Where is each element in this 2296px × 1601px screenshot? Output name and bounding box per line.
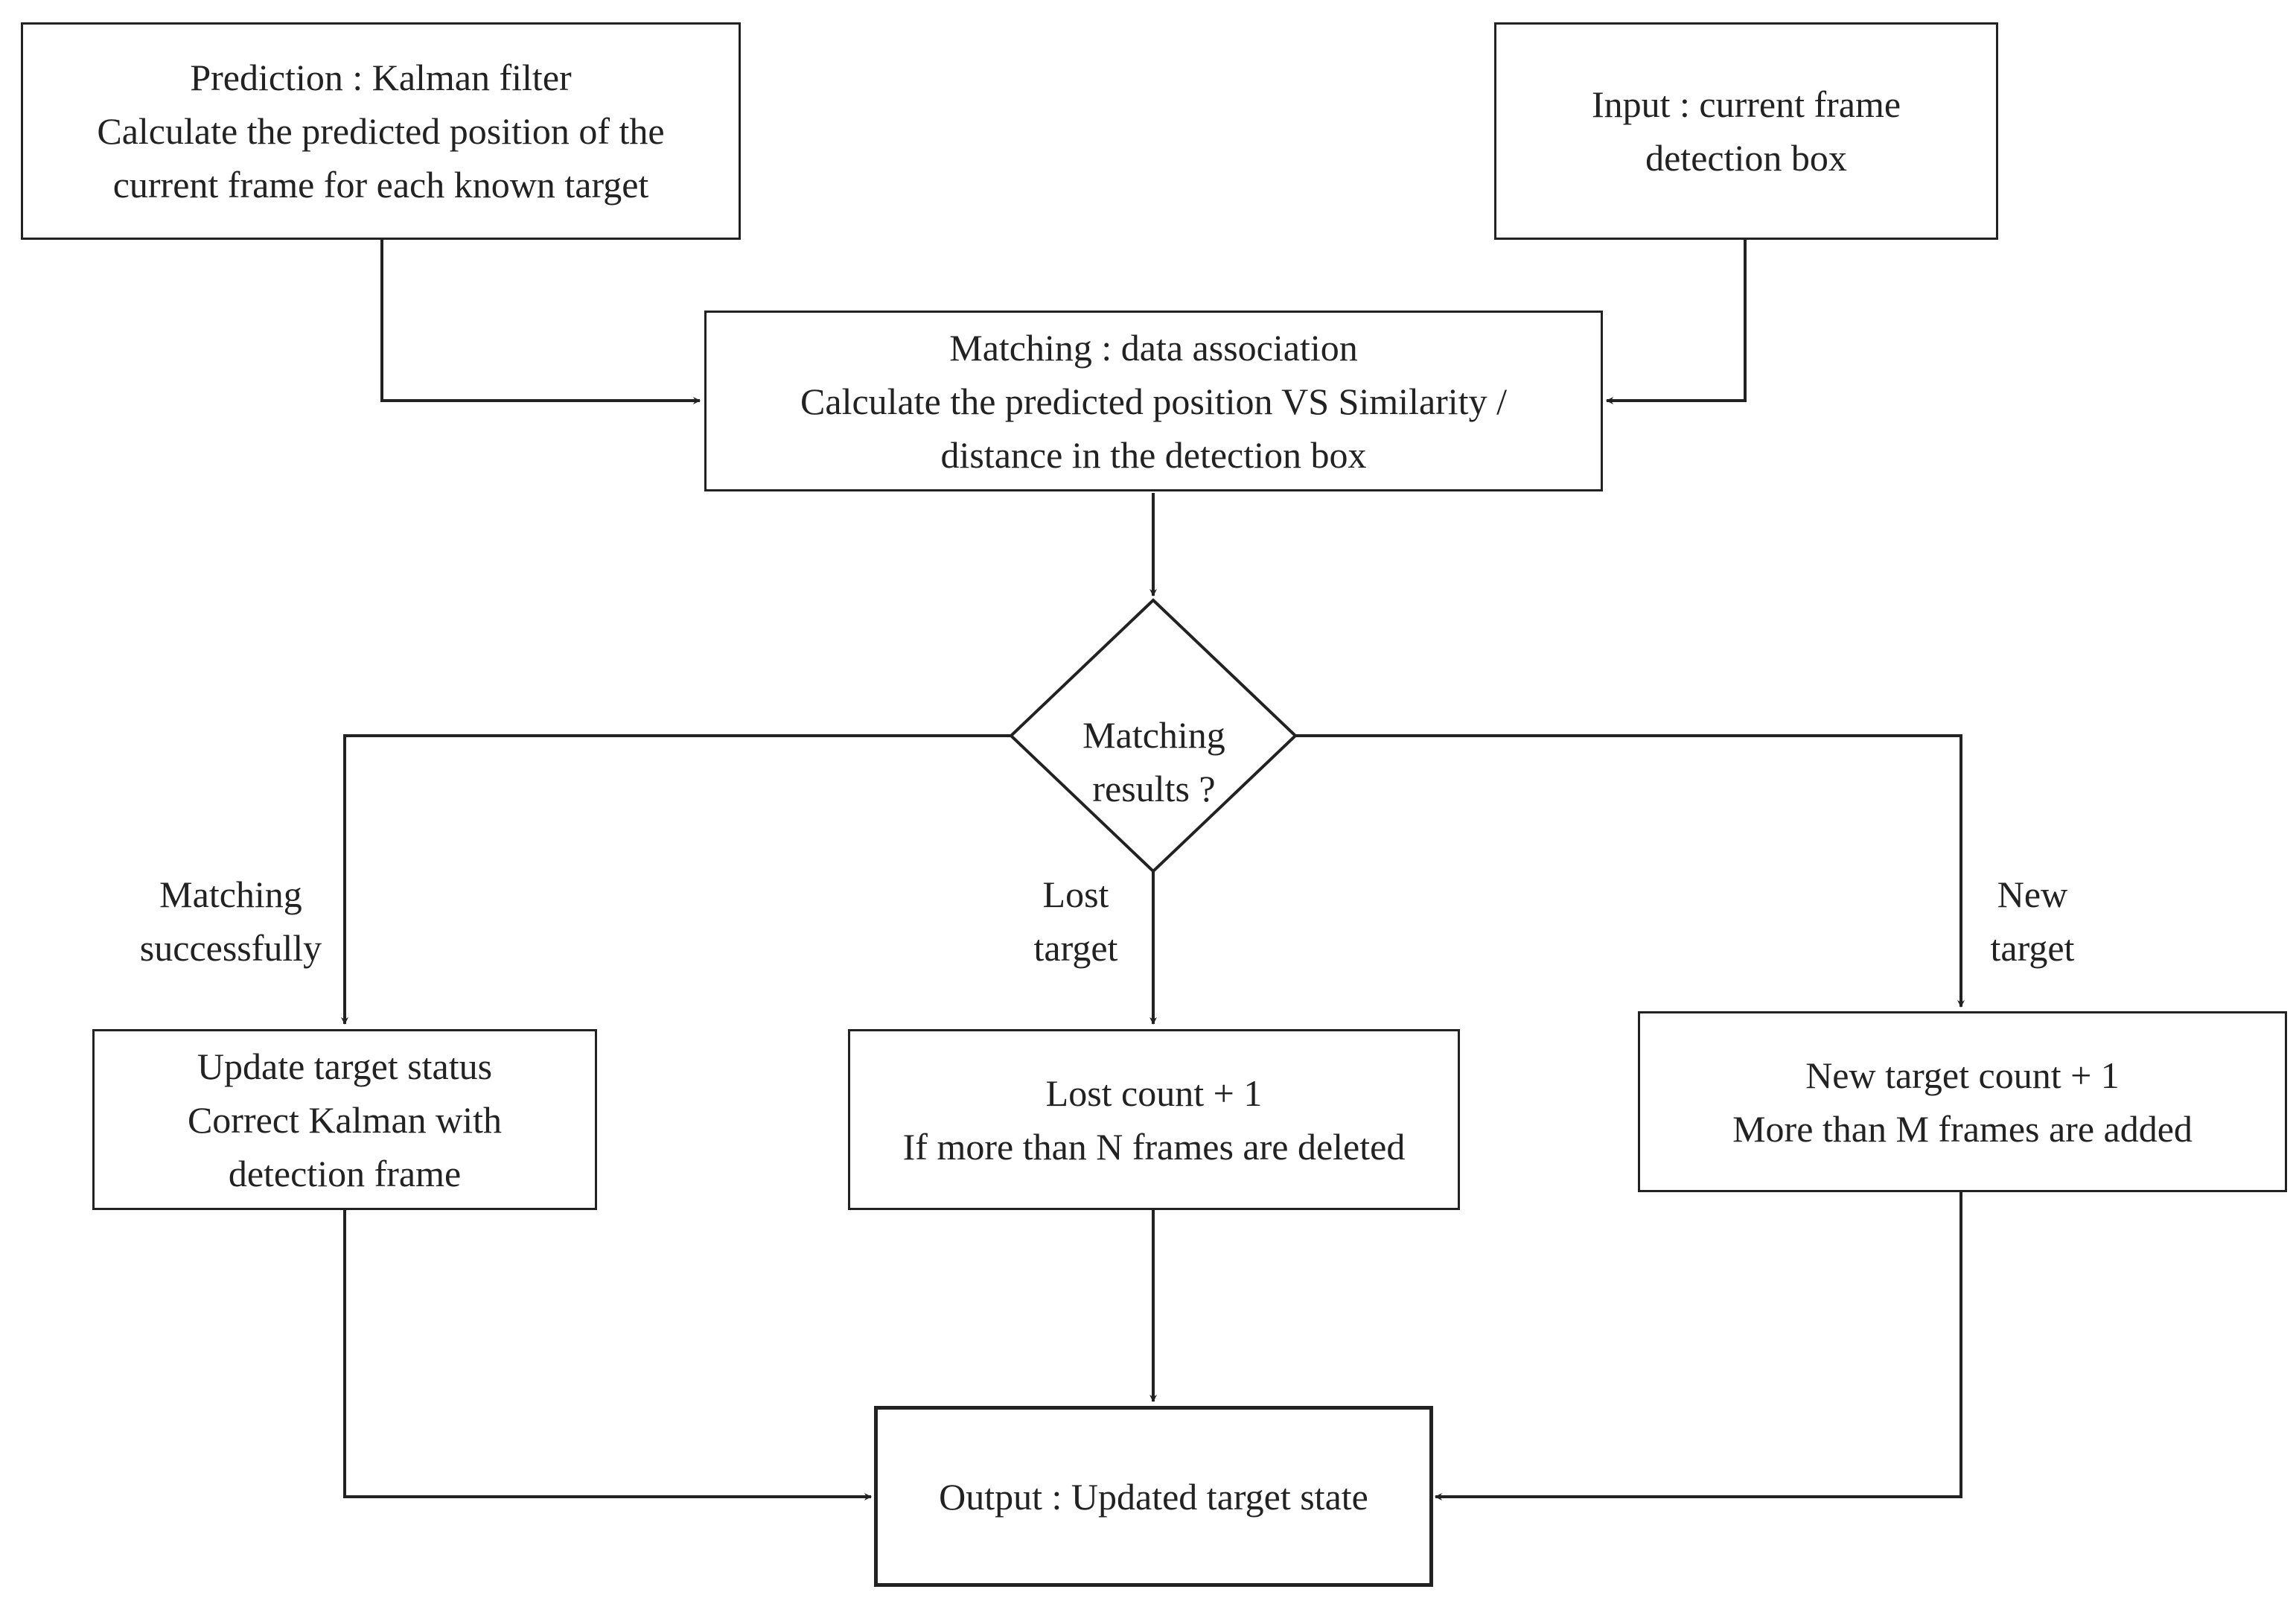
update-line-1: Update target status [197, 1045, 493, 1087]
matching-line-1: Matching : data association [949, 326, 1358, 369]
edge-label-matched: Matching successfully [119, 868, 342, 975]
edge-decision-to-new-target [1295, 734, 1965, 1008]
prediction-line-2: Calculate the predicted position of the [97, 110, 665, 152]
edge-label-matched-line-2: successfully [139, 927, 322, 969]
edge-prediction-to-matching [380, 238, 701, 404]
edge-label-new: New target [1965, 868, 2099, 975]
output-line-1: Output : Updated target state [939, 1475, 1368, 1518]
update-line-2: Correct Kalman with [187, 1098, 503, 1141]
edge-label-lost-line-2: target [1033, 927, 1118, 969]
update-node: Update target status Correct Kalman with… [92, 1029, 597, 1210]
edge-new-target-to-output [1435, 1191, 1962, 1500]
edge-label-lost: Lost target [1001, 868, 1150, 975]
output-node: Output : Updated target state [874, 1406, 1433, 1587]
edge-label-new-line-1: New [1997, 873, 2068, 915]
new-target-line-1: New target count + 1 [1805, 1054, 2120, 1096]
decision-diamond [1009, 598, 1298, 873]
input-line-2: detection box [1645, 137, 1847, 179]
decision-line-1: Matching [1082, 714, 1225, 756]
edge-label-lost-line-1: Lost [1042, 873, 1109, 915]
lost-node: Lost count + 1 If more than N frames are… [848, 1029, 1460, 1210]
lost-line-2: If more than N frames are deleted [902, 1125, 1406, 1168]
matching-node: Matching : data association Calculate th… [704, 311, 1603, 491]
prediction-line-3: current frame for each known target [112, 164, 649, 206]
decision-line-2: results ? [1092, 768, 1216, 809]
new-target-line-2: More than M frames are added [1732, 1107, 2193, 1150]
edge-label-new-line-2: target [1990, 927, 2075, 969]
matching-line-2: Calculate the predicted position VS Simi… [800, 380, 1507, 422]
edge-decision-to-update [341, 734, 1011, 1025]
matching-line-3: distance in the detection box [940, 433, 1367, 476]
edge-input-to-matching [1606, 238, 1747, 404]
edge-label-matched-line-1: Matching [159, 873, 302, 915]
update-line-3: detection frame [228, 1152, 462, 1194]
prediction-line-1: Prediction : Kalman filter [190, 57, 572, 98]
lost-line-1: Lost count + 1 [1045, 1072, 1263, 1114]
input-line-1: Input : current frame [1591, 83, 1901, 125]
prediction-node: Prediction : Kalman filter Calculate the… [21, 22, 741, 240]
new-target-node: New target count + 1 More than M frames … [1638, 1011, 2287, 1192]
input-node: Input : current frame detection box [1494, 22, 1998, 240]
edge-update-to-output [343, 1210, 872, 1500]
decision-label: Matching results ? [1013, 706, 1295, 818]
